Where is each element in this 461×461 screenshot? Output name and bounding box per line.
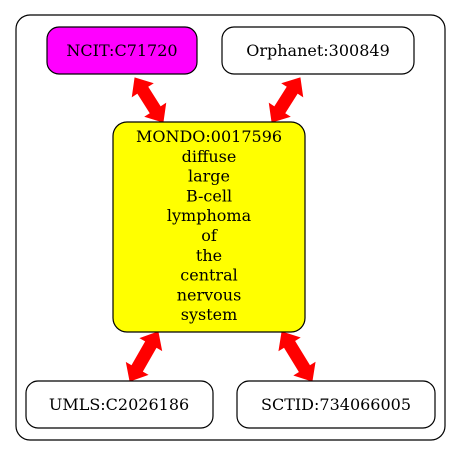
edges-layer [125, 77, 316, 382]
node-mondo-label-line: MONDO:0017596 [136, 127, 282, 146]
node-ncit-box [46, 26, 198, 75]
node-sctid-label: SCTID:734066005 [261, 395, 411, 414]
node-mondo-label-line: system [181, 305, 238, 324]
node-mondo-label-line: lymphoma [167, 206, 252, 225]
node-mondo-box [112, 121, 306, 333]
node-umls-box [25, 380, 214, 429]
node-mondo-label-line: B-cell [186, 186, 232, 205]
node-umls-label: UMLS:C2026186 [49, 395, 189, 414]
node-mondo-label-line: large [188, 167, 230, 186]
node-mondo-label-line: central [180, 266, 237, 285]
node-orphanet[interactable]: Orphanet:300849 [221, 26, 415, 75]
node-mondo-label-line: of [201, 226, 218, 245]
node-ncit-label: NCIT:C71720 [66, 41, 177, 60]
node-ncit[interactable]: NCIT:C71720 [46, 26, 198, 75]
node-mondo-label-line: nervous [177, 285, 242, 304]
node-mondo-label-line: the [196, 246, 222, 265]
node-sctid[interactable]: SCTID:734066005 [236, 380, 436, 429]
node-orphanet-label: Orphanet:300849 [246, 41, 390, 60]
node-umls[interactable]: UMLS:C2026186 [25, 380, 214, 429]
node-sctid-box [236, 380, 436, 429]
node-orphanet-box [221, 26, 415, 75]
node-mondo-label-line: diffuse [182, 147, 237, 166]
